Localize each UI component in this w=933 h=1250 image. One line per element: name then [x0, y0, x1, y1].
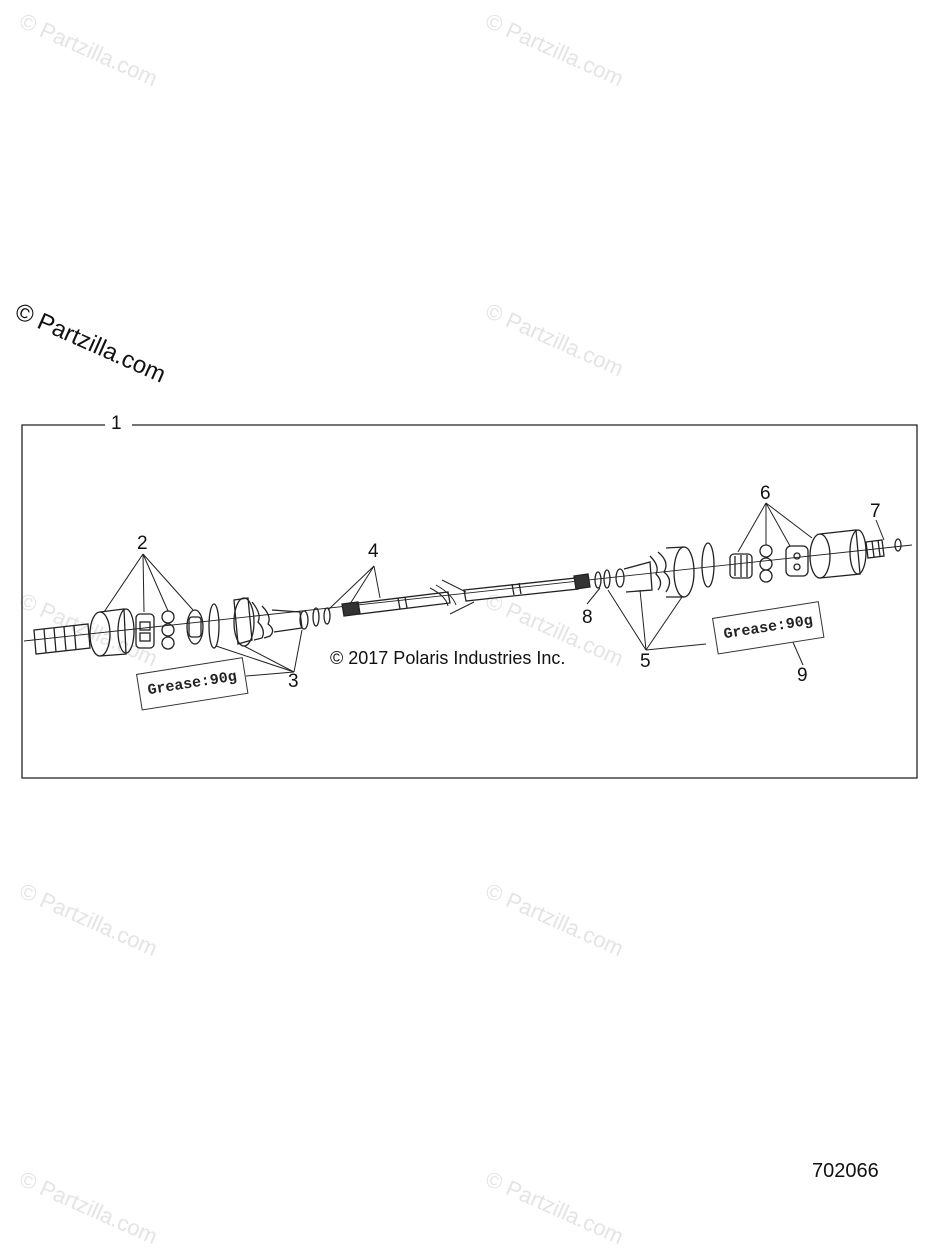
right-end-clip [894, 538, 902, 552]
left-balls [161, 610, 175, 650]
callout-1: 1 [111, 413, 122, 434]
left-boot [233, 597, 309, 647]
leader-lines [103, 502, 885, 677]
left-small-ring [323, 607, 331, 625]
left-bearing-cage [135, 613, 155, 649]
callout-4: 4 [368, 541, 379, 562]
callout-7: 7 [870, 501, 881, 522]
right-inner-race [729, 553, 753, 579]
right-balls [759, 544, 773, 583]
axle-exploded-diagram [21, 424, 918, 779]
callout-2: 2 [137, 533, 148, 554]
left-ring [208, 603, 220, 649]
copyright-notice: © 2017 Polaris Industries Inc. [330, 648, 566, 668]
callout-5: 5 [640, 651, 651, 672]
right-boot [615, 546, 695, 598]
right-bearing-cage [785, 545, 809, 577]
right-ring [701, 542, 715, 588]
assembly-frame [21, 424, 918, 779]
left-spline-stub [33, 623, 91, 655]
callout-9: 9 [797, 665, 808, 686]
left-clamp [312, 607, 320, 627]
right-spline-stub [865, 539, 885, 559]
right-small-ring-b [603, 569, 611, 589]
left-cv-housing [89, 608, 135, 657]
right-cv-housing [809, 529, 867, 579]
left-inner-race [186, 609, 204, 645]
callout-8: 8 [582, 607, 593, 628]
callout-3: 3 [288, 671, 299, 692]
diagram-number: 702066 [812, 1160, 879, 1182]
center-shaft [341, 573, 591, 617]
callout-6: 6 [760, 483, 771, 504]
right-small-ring-a [594, 571, 602, 589]
